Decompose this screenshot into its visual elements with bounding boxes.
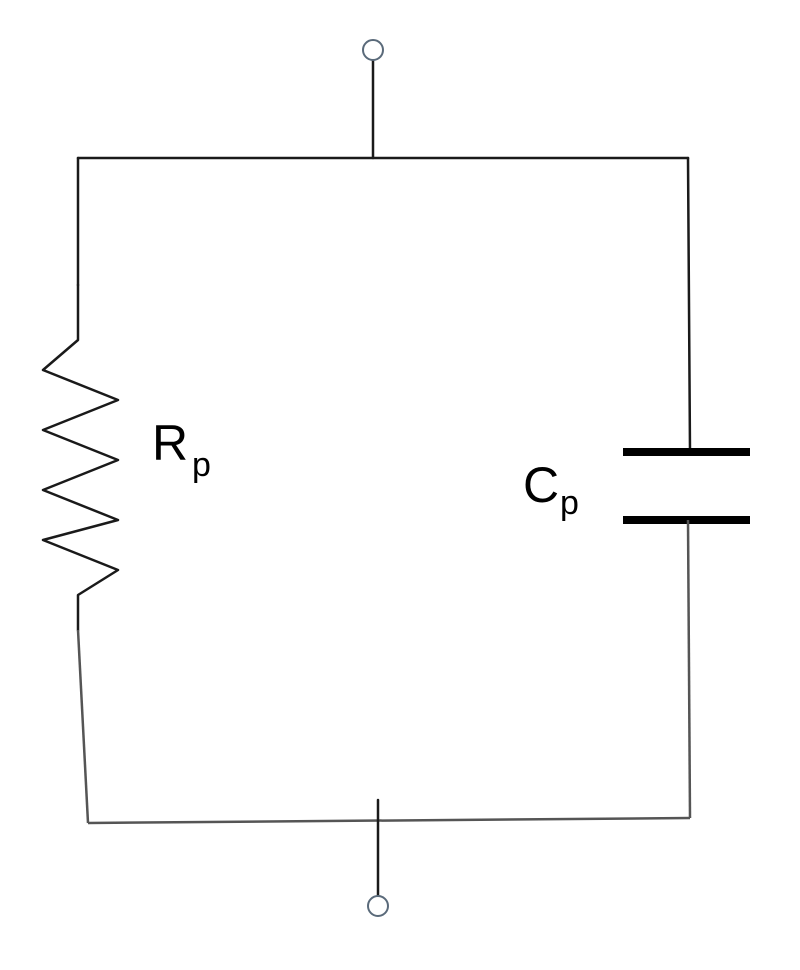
left-wire-lower bbox=[76, 629, 90, 824]
bottom-terminal bbox=[367, 895, 389, 917]
top-terminal bbox=[362, 39, 384, 61]
resistor-symbol bbox=[41, 283, 120, 632]
capacitor-label-subscript: p bbox=[560, 484, 579, 522]
resistor-label: R bbox=[152, 415, 188, 471]
right-wire-upper bbox=[686, 156, 692, 454]
right-wire-lower bbox=[686, 519, 692, 819]
bottom-rail bbox=[87, 816, 691, 825]
resistor-label-subscript: p bbox=[192, 446, 211, 484]
capacitor-label: C bbox=[523, 457, 559, 513]
